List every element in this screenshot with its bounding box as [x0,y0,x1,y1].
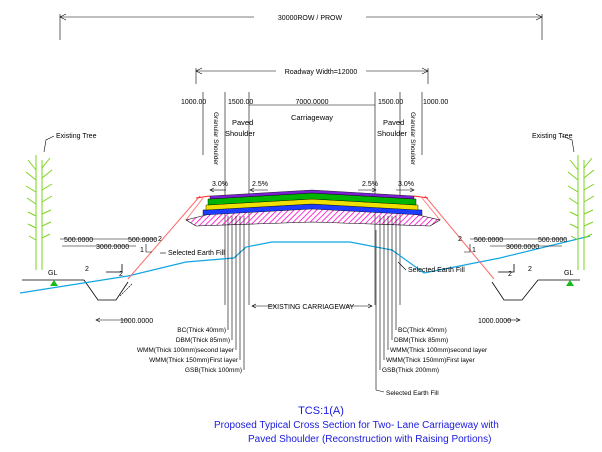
right-3000: 3000.0000 [506,244,539,251]
gl-right-label: GL [564,270,573,277]
left-500-a: 500.0000 [64,237,93,244]
left-layer-wmm2: WMM(Thick 100mm)second layer [137,347,235,354]
gl-left-label: GL [48,270,57,277]
granular-right-label: Granular Shoulder [409,112,416,166]
left-slope-1: 1 [140,247,144,254]
layer-callouts-right: BC(Thick 40mm) DBM(Thick 85mm) WMM(Thick… [375,216,488,397]
right-1000: 1000.0000 [478,318,511,325]
right-slope-1: 1 [472,247,476,254]
right-500-a: 500.0000 [474,237,503,244]
left-drain-slope-2: 2 [85,266,89,273]
side-slope-ratio-right: 2 1 [458,236,476,254]
paved-left-label-2: Shoulder [225,129,256,138]
left-drain: 2 2 [83,264,133,301]
granular-left-dim: 1000.00 [181,99,206,106]
right-layer-wmm1: WMM(Thick 150mm)First layer [386,357,476,364]
left-1000: 1000.0000 [120,318,153,325]
paved-right-label-2: Shoulder [377,129,408,138]
left-3000: 3000.0000 [96,244,129,251]
caption-line-1: Proposed Typical Cross Section for Two- … [214,420,499,431]
earth-fill-left-label: Selected Earth Fill [168,250,225,257]
right-drain: 2 2 [491,264,539,301]
bottom-1000-dims: 1000.0000 1000.0000 [95,317,521,325]
right-drain-slope-2b: 2 [528,266,532,273]
left-shoulder-slope: 3.0% [212,181,228,188]
left-camber-slope: 2.5% [252,181,268,188]
layer-callouts-left: BC(Thick 40mm) DBM(Thick 85mm) WMM(Thick… [137,216,245,374]
paved-right-label-1: Paved [383,118,404,127]
tree-left-icon [25,155,53,270]
left-layer-wmm1: WMM(Thick 150mm)First layer [149,357,239,364]
slope-labels: 3.0% 2.5% 2.5% 3.0% [209,181,415,193]
bc-layer [209,189,415,200]
earth-fill-right-label: Selected Earth Fill [408,267,465,274]
right-slope-2: 2 [458,236,462,243]
paved-left-dim: 1500.00 [228,99,253,106]
right-layer-bc: BC(Thick 40mm) [398,327,447,334]
tree-right-icon [567,155,595,270]
carriageway-dim: 7000.0000 [295,99,328,106]
carriageway-label: Carriageway [291,113,333,122]
caption: TCS:1(A) Proposed Typical Cross Section … [214,405,499,445]
granular-right-dim: 1000.00 [423,99,448,106]
earth-fill-bottom-label: Selected Earth Fill [386,390,439,397]
existing-carriageway-dim: EXISTING CARRIAGEWAY [251,303,373,311]
paved-right-dim: 1500.00 [378,99,403,106]
existing-carriageway-label: EXISTING CARRIAGEWAY [268,304,355,311]
left-bench-dims: 500.0000 500.0000 3000.0000 [60,237,157,251]
existing-ground-line [19,235,591,294]
side-slope-ratio-left: 2 1 [140,236,162,254]
gl-marker-left: GL [48,270,58,286]
pavement-layers [185,189,441,227]
left-drain-slope-2b: 2 [119,271,123,278]
tree-right-label: Existing Tree [532,133,573,140]
right-layer-gsb: GSB(Thick 200mm) [382,367,439,374]
paved-left-label-1: Paved [232,118,253,127]
left-500-b: 500.0000 [128,237,157,244]
embankment-slopes [127,195,495,280]
caption-code: TCS:1(A) [298,405,344,417]
left-layer-gsb: GSB(Thick 100mm) [185,367,242,374]
caption-line-2: Paved Shoulder (Reconstruction with Rais… [248,434,491,445]
right-layer-wmm2: WMM(Thick 100mm)second layer [390,347,488,354]
right-drain-slope-2: 2 [508,271,512,278]
tree-left-label: Existing Tree [56,133,97,140]
left-layer-bc: BC(Thick 40mm) [177,327,226,334]
right-bench-dims: 500.0000 500.0000 3000.0000 [470,237,567,251]
row-dimension: 30000ROW / PROW [59,13,543,40]
roadway-dimension: Roadway Width=12000 [195,67,429,84]
left-layer-dbm: DBM(Thick 85mm) [176,337,230,344]
row-width-label: 30000ROW / PROW [278,15,343,22]
granular-left-label: Granular Shoulder [212,112,219,166]
right-camber-slope: 2.5% [362,181,378,188]
left-slope-2: 2 [158,236,162,243]
gl-marker-right: GL [564,270,574,286]
roadway-width-label: Roadway Width=12000 [285,69,358,76]
right-shoulder-slope: 3.0% [398,181,414,188]
right-500-b: 500.0000 [538,237,567,244]
right-layer-dbm: DBM(Thick 85mm) [394,337,448,344]
